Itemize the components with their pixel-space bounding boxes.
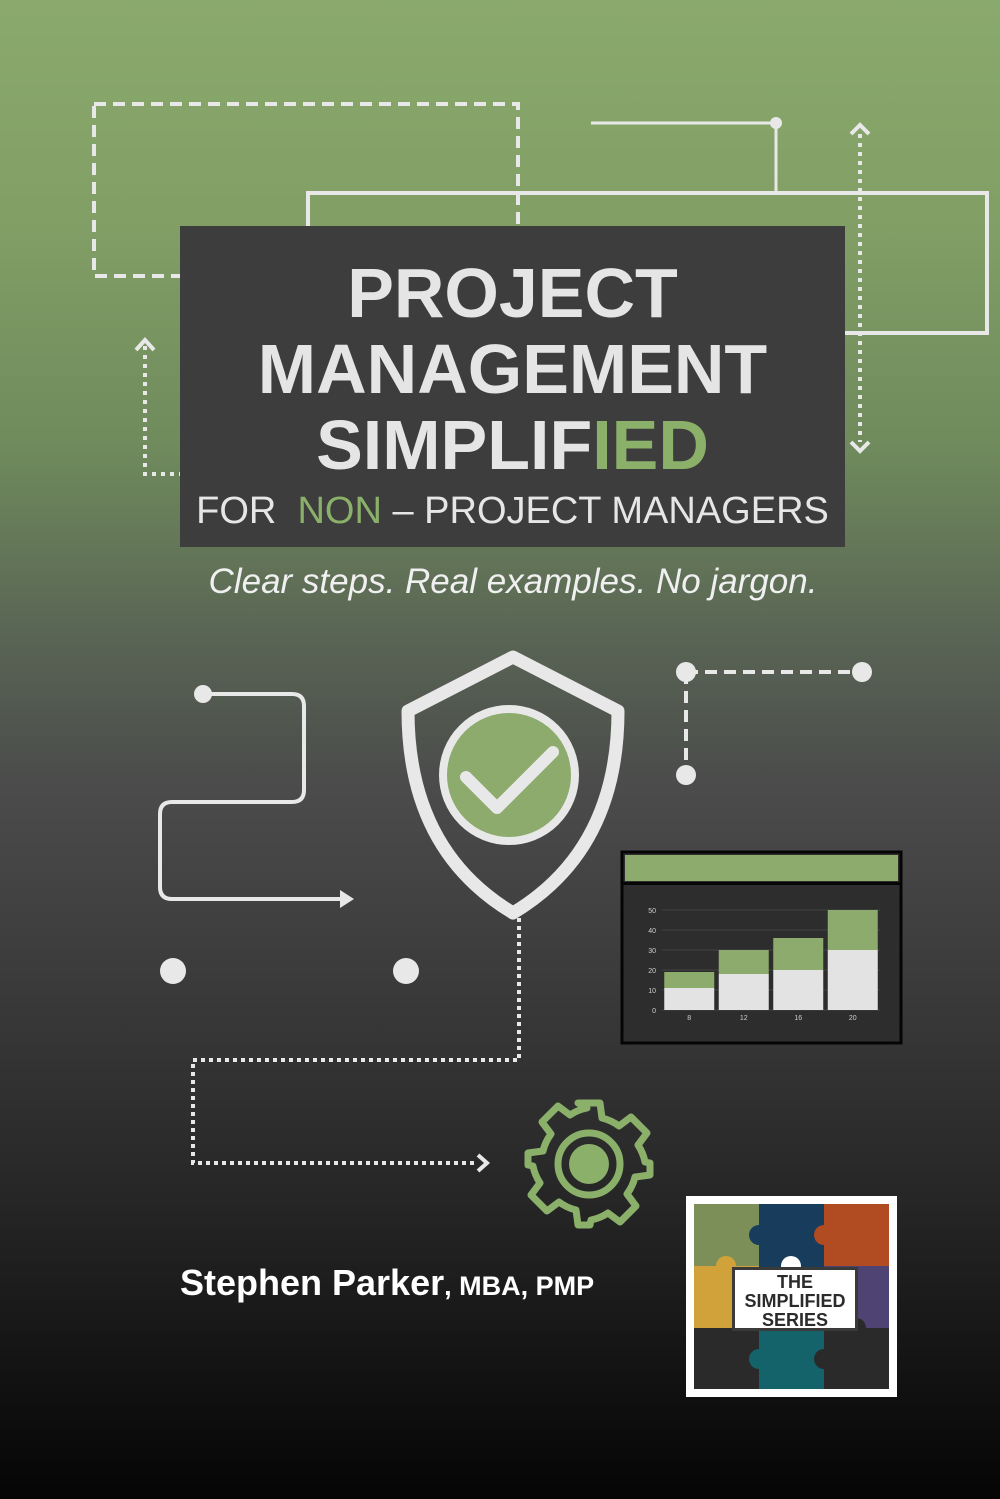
y-tick-label: 40 bbox=[648, 928, 656, 935]
x-tick-label: 12 bbox=[740, 1015, 748, 1022]
y-tick-label: 50 bbox=[648, 908, 656, 915]
title-box: PROJECT MANAGEMENT SIMPLIFIED FOR NON – … bbox=[180, 226, 845, 547]
author-credentials: , MBA, PMP bbox=[444, 1271, 595, 1301]
series-label: THE SIMPLIFIED SERIES bbox=[732, 1267, 858, 1331]
series-badge: THE SIMPLIFIED SERIES bbox=[686, 1196, 897, 1397]
bar-segment bbox=[773, 970, 824, 1010]
subtitle: FOR NON – PROJECT MANAGERS bbox=[180, 490, 845, 533]
bar-segment bbox=[718, 950, 769, 974]
y-tick-label: 10 bbox=[648, 988, 656, 995]
x-tick-label: 20 bbox=[849, 1015, 857, 1022]
gear-icon bbox=[524, 1099, 654, 1229]
y-tick-label: 20 bbox=[648, 968, 656, 975]
title-line-3: SIMPLIFIED bbox=[180, 410, 845, 480]
path-arrow-icon bbox=[158, 685, 354, 908]
x-tick-label: 8 bbox=[687, 1015, 691, 1022]
shield-check-icon bbox=[401, 650, 625, 920]
tagline: Clear steps. Real examples. No jargon. bbox=[208, 562, 818, 601]
bar-segment bbox=[664, 988, 715, 1010]
bar-segment bbox=[664, 972, 715, 988]
bar-segment bbox=[827, 950, 878, 1010]
subtitle-for: FOR bbox=[196, 490, 277, 532]
bar-segment bbox=[827, 910, 878, 950]
author-line: Stephen Parker, MBA, PMP bbox=[180, 1262, 594, 1304]
title-accent-ied: IED bbox=[592, 406, 709, 484]
title-line-2: MANAGEMENT bbox=[257, 330, 768, 408]
subtitle-non: NON bbox=[297, 490, 382, 532]
dotted-path-arrow bbox=[191, 918, 521, 1173]
dot bbox=[160, 958, 186, 984]
author-name: Stephen Parker bbox=[180, 1262, 445, 1303]
dashed-elbow bbox=[676, 662, 872, 785]
dot bbox=[393, 958, 419, 984]
title-simplif: SIMPLIF bbox=[316, 406, 593, 484]
puzzle-icon: THE SIMPLIFIED SERIES bbox=[694, 1204, 889, 1389]
bar-chart-icon: 0 10 20 30 40 50 8 12 16 20 bbox=[620, 850, 903, 1045]
bar-segment bbox=[718, 974, 769, 1010]
y-tick-label: 30 bbox=[648, 948, 656, 955]
subtitle-rest: – PROJECT MANAGERS bbox=[392, 490, 829, 532]
x-tick-label: 16 bbox=[794, 1015, 802, 1022]
series-line-3: SERIES bbox=[761, 1310, 829, 1330]
series-line-2: SIMPLIFIED bbox=[744, 1291, 846, 1311]
bar-segment bbox=[773, 938, 824, 970]
connector-node bbox=[770, 117, 782, 129]
series-line-1: THE bbox=[777, 1272, 813, 1292]
y-tick-label: 0 bbox=[652, 1008, 656, 1015]
title-line-1: PROJECT bbox=[347, 254, 678, 332]
dotted-arrow-left bbox=[143, 345, 183, 476]
